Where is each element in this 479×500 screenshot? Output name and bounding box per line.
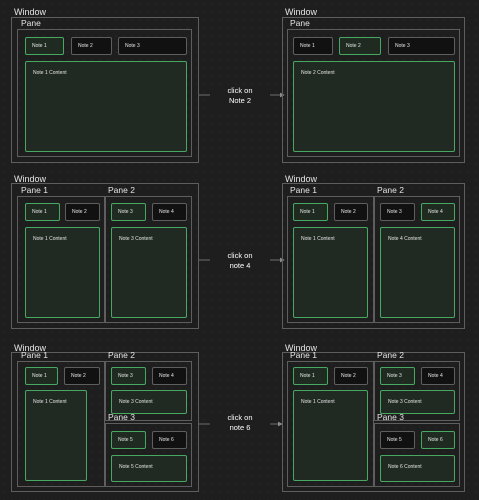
tab-note-1[interactable]: Note 1 xyxy=(25,203,60,221)
tab-note-4[interactable]: Note 4 xyxy=(421,203,455,221)
note-content: Note 3 Content xyxy=(380,390,455,414)
note-content: Note 3 Content xyxy=(111,227,187,318)
pane-1-before xyxy=(17,29,192,157)
tab-note-1[interactable]: Note 1 xyxy=(25,37,64,55)
tab-note-6[interactable]: Note 6 xyxy=(152,431,187,449)
tab-note-2[interactable]: Note 2 xyxy=(334,367,368,385)
pane-1-label: Pane 1 xyxy=(290,185,317,195)
tab-note-3[interactable]: Note 3 xyxy=(380,203,415,221)
window-3-after xyxy=(282,352,465,492)
note-content: Note 4 Content xyxy=(380,227,455,318)
window-3-before xyxy=(11,352,199,492)
pane-1-label: Pane 1 xyxy=(21,185,48,195)
pane-2 xyxy=(105,361,192,421)
note-content: Note 1 Content xyxy=(293,390,368,481)
pane-3 xyxy=(374,423,460,487)
tab-note-3[interactable]: Note 3 xyxy=(111,203,146,221)
pane-1 xyxy=(287,196,374,323)
pane-2-label: Pane 2 xyxy=(108,350,135,360)
pane-2-label: Pane 2 xyxy=(108,185,135,195)
pane-1 xyxy=(287,361,374,487)
tab-note-5[interactable]: Note 5 xyxy=(111,431,146,449)
tab-note-2[interactable]: Note 2 xyxy=(71,37,112,55)
pane-1 xyxy=(17,196,105,323)
tab-note-5[interactable]: Note 5 xyxy=(380,431,415,449)
tab-note-6[interactable]: Note 6 xyxy=(421,431,455,449)
pane-3-label: Pane 3 xyxy=(108,412,135,422)
tab-note-2[interactable]: Note 2 xyxy=(64,367,100,385)
action-label-2: click on note 4 xyxy=(210,251,270,273)
note-content: Note 3 Content xyxy=(111,390,187,414)
action-label-3: click on note 6 xyxy=(210,413,270,435)
pane-3 xyxy=(105,423,192,487)
window-label: Window xyxy=(285,343,318,353)
pane-label: Pane xyxy=(21,18,41,28)
window-label: Window xyxy=(14,174,47,184)
note-content: Note 1 Content xyxy=(25,390,87,481)
pane-2 xyxy=(105,196,192,323)
tab-note-4[interactable]: Note 4 xyxy=(152,367,187,385)
pane-2-label: Pane 2 xyxy=(377,350,404,360)
tab-note-3[interactable]: Note 3 xyxy=(388,37,455,55)
pane-1 xyxy=(17,361,105,487)
tab-note-1[interactable]: Note 1 xyxy=(293,367,328,385)
tab-note-3[interactable]: Note 3 xyxy=(380,367,415,385)
note-content: Note 6 Content xyxy=(380,455,455,482)
pane-1-after xyxy=(287,29,460,157)
note-content: Note 2 Content xyxy=(293,61,455,152)
window-2-after xyxy=(282,183,465,329)
note-content: Note 1 Content xyxy=(25,227,100,318)
tab-note-4[interactable]: Note 4 xyxy=(152,203,187,221)
tab-note-1[interactable]: Note 1 xyxy=(25,367,58,385)
tab-note-3[interactable]: Note 3 xyxy=(111,367,146,385)
tab-note-2[interactable]: Note 2 xyxy=(65,203,100,221)
pane-3-label: Pane 3 xyxy=(377,412,404,422)
note-content: Note 1 Content xyxy=(25,61,187,152)
pane-2 xyxy=(374,361,460,421)
window-2-before xyxy=(11,183,199,329)
tab-note-1[interactable]: Note 1 xyxy=(293,203,328,221)
pane-2-label: Pane 2 xyxy=(377,185,404,195)
window-label: Window xyxy=(285,7,318,17)
pane-label: Pane xyxy=(290,18,310,28)
pane-1-label: Pane 1 xyxy=(21,350,48,360)
pane-2 xyxy=(374,196,460,323)
pane-1-label: Pane 1 xyxy=(290,350,317,360)
action-label-1: click on Note 2 xyxy=(210,86,270,108)
note-content: Note 1 Content xyxy=(293,227,368,318)
window-label: Window xyxy=(14,7,47,17)
tab-note-2[interactable]: Note 2 xyxy=(334,203,368,221)
note-content: Note 5 Content xyxy=(111,455,187,482)
tab-note-1[interactable]: Note 1 xyxy=(293,37,333,55)
tab-note-4[interactable]: Note 4 xyxy=(421,367,455,385)
window-label: Window xyxy=(14,343,47,353)
window-1-after xyxy=(282,17,465,163)
tab-note-3[interactable]: Note 3 xyxy=(118,37,187,55)
window-1-before xyxy=(11,17,199,163)
window-label: Window xyxy=(285,174,318,184)
tab-note-2[interactable]: Note 2 xyxy=(339,37,381,55)
